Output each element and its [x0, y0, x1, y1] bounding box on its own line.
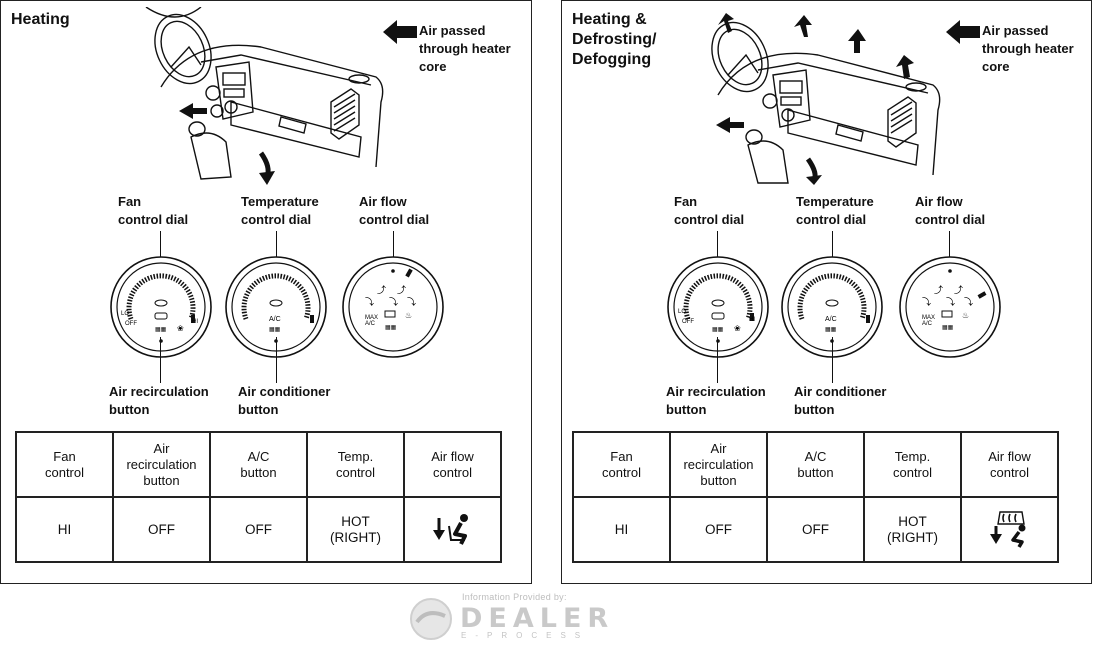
- svg-text:⤵: ⤵: [407, 297, 416, 308]
- dealer-logo-icon: [410, 598, 452, 640]
- airflow-control-dial[interactable]: ⤴ ⤴ ⤵ ⤵ ⤵ MAX A/C ♨ ▦▦: [898, 255, 1002, 359]
- fan-control-dial[interactable]: LO OFF HI ▦▦ ❀: [666, 255, 770, 359]
- settings-table: Fan control Air recirculation button A/C…: [15, 431, 502, 563]
- svg-text:⤴: ⤴: [954, 284, 963, 296]
- airflow-dial-label: Air flow control dial: [359, 194, 430, 227]
- svg-text:❀: ❀: [177, 324, 184, 333]
- svg-text:MAX: MAX: [922, 315, 935, 321]
- temperature-control-dial[interactable]: A/C ▦▦: [780, 255, 884, 359]
- floor-vent-icon: [432, 513, 468, 545]
- svg-text:LO: LO: [678, 309, 686, 315]
- svg-text:⤵: ⤵: [365, 297, 374, 308]
- value-temp-control: HOT (RIGHT): [306, 496, 405, 563]
- footer-provided-by: Information Provided by:: [462, 592, 567, 602]
- value-temp-control: HOT (RIGHT): [863, 496, 962, 563]
- dashboard-illustration: [711, 13, 941, 185]
- header-air-flow-control: Air flow control: [960, 431, 1059, 498]
- svg-text:▦▦: ▦▦: [385, 325, 397, 331]
- svg-text:A/C: A/C: [365, 321, 376, 327]
- value-fan-control: HI: [15, 496, 114, 563]
- temp-leader-line: [832, 231, 833, 271]
- svg-text:⤴: ⤴: [934, 284, 943, 296]
- max-ac-label: MAX: [365, 315, 378, 321]
- recirc-leader-line: [717, 337, 718, 383]
- svg-text:♨: ♨: [962, 311, 969, 320]
- defrost-floor-icon: [989, 510, 1025, 548]
- panel-title: Heating & Defrosting/ Defogging: [572, 11, 657, 68]
- panel-title: Heating: [11, 11, 70, 28]
- settings-table: Fan control Air recirculation button A/C…: [572, 431, 1059, 563]
- svg-text:⤵: ⤵: [964, 297, 973, 308]
- svg-text:▦▦: ▦▦: [712, 327, 724, 333]
- svg-text:❀: ❀: [734, 324, 741, 333]
- recirc-leader-line: [160, 337, 161, 383]
- airflow-control-dial[interactable]: ⤴ ⤴ ⤵ ⤵ ⤵ MAX A/C ♨ ▦▦: [341, 255, 445, 359]
- svg-text:⤵: ⤵: [922, 297, 931, 308]
- header-ac-button: A/C button: [766, 431, 865, 498]
- temp-dial-label: Temperature control dial: [241, 194, 319, 227]
- value-ac-button: OFF: [209, 496, 308, 563]
- value-air-flow-control: [403, 496, 502, 563]
- value-air-flow-control: [960, 496, 1059, 563]
- header-temp-control: Temp. control: [306, 431, 405, 498]
- temp-leader-line: [276, 231, 277, 271]
- header-fan-control: Fan control: [15, 431, 114, 498]
- temp-dial-label: Temperature control dial: [796, 194, 874, 227]
- svg-text:⤴: ⤴: [377, 284, 386, 296]
- footer-sub: E-PROCESS: [461, 631, 590, 640]
- off-label: OFF: [125, 321, 137, 327]
- heating-defrosting-panel: Heating & Defrosting/ Defogging Air pass…: [561, 0, 1092, 584]
- svg-text:A/C: A/C: [922, 321, 933, 327]
- header-air-recirculation: Air recirculation button: [669, 431, 768, 498]
- value-air-recirculation: OFF: [112, 496, 211, 563]
- dashboard-illustration: [145, 7, 384, 185]
- ac-button-label: Air conditioner button: [238, 384, 331, 417]
- recirc-button-label: Air recirculation button: [109, 384, 209, 417]
- value-ac-button: OFF: [766, 496, 865, 563]
- svg-text:⤵: ⤵: [389, 297, 398, 308]
- legend-text: Air passed through heater core: [982, 23, 1074, 74]
- arrow-left-icon: [383, 20, 417, 44]
- airflow-dial-label: Air flow control dial: [915, 194, 986, 227]
- svg-text:▦▦: ▦▦: [942, 325, 954, 331]
- svg-text:⤴: ⤴: [397, 284, 406, 296]
- header-temp-control: Temp. control: [863, 431, 962, 498]
- svg-text:▦▦: ▦▦: [825, 327, 837, 333]
- svg-text:OFF: OFF: [682, 319, 694, 325]
- legend-text: Air passed through heater core: [419, 23, 511, 74]
- svg-text:♨: ♨: [405, 311, 412, 320]
- value-air-recirculation: OFF: [669, 496, 768, 563]
- airflow-leader-line: [949, 231, 950, 271]
- fan-dial-label: Fan control dial: [674, 194, 745, 227]
- footer-brand: DEALER: [460, 603, 615, 634]
- lo-label: LO: [121, 311, 129, 317]
- fan-leader-line: [717, 231, 718, 271]
- fan-leader-line: [160, 231, 161, 271]
- svg-text:▦▦: ▦▦: [155, 327, 167, 333]
- svg-text:⤵: ⤵: [946, 297, 955, 308]
- header-air-recirculation: Air recirculation button: [112, 431, 211, 498]
- recirc-button-label: Air recirculation button: [666, 384, 766, 417]
- svg-text:HI: HI: [749, 317, 755, 323]
- arrow-left-icon: [946, 20, 980, 44]
- ac-label: A/C: [269, 316, 281, 323]
- heating-panel: Heating Air passed through heater core: [0, 0, 532, 584]
- svg-text:▦▦: ▦▦: [269, 327, 281, 333]
- value-fan-control: HI: [572, 496, 671, 563]
- ac-button-label: Air conditioner button: [794, 384, 887, 417]
- fan-control-dial[interactable]: LO OFF HI ▦▦ ❀: [109, 255, 213, 359]
- airflow-leader-line: [393, 231, 394, 271]
- header-air-flow-control: Air flow control: [403, 431, 502, 498]
- header-ac-button: A/C button: [209, 431, 308, 498]
- ac-leader-line: [832, 337, 833, 383]
- hi-label: HI: [192, 319, 198, 325]
- fan-dial-label: Fan control dial: [118, 194, 189, 227]
- temperature-control-dial[interactable]: A/C ▦▦: [224, 255, 328, 359]
- header-fan-control: Fan control: [572, 431, 671, 498]
- svg-text:A/C: A/C: [825, 316, 837, 323]
- ac-leader-line: [276, 337, 277, 383]
